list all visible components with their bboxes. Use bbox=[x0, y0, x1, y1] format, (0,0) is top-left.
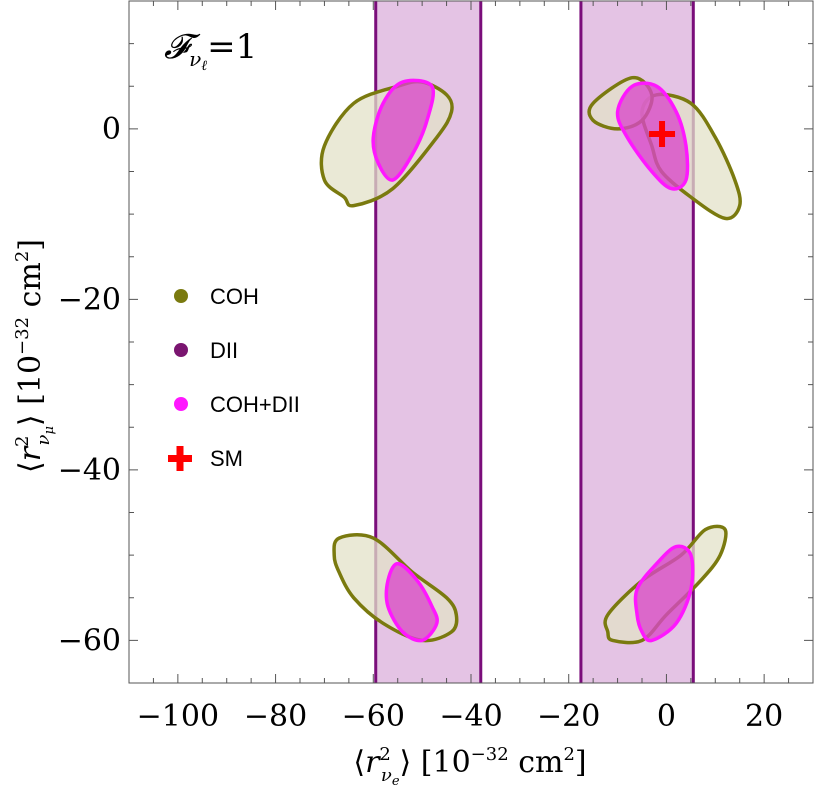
y-axis-label: ⟨r2νμ⟩ [10−32 cm2] bbox=[12, 239, 57, 473]
legend: COH DII COH+DII SM bbox=[168, 284, 300, 471]
axis-ticks: −100 −80 −60 −40 −20 0 20 0 −20 −40 −60 bbox=[58, 0, 814, 734]
x-tick-label: −60 bbox=[342, 699, 405, 734]
y-tick-label: −40 bbox=[58, 453, 121, 488]
legend-label: SM bbox=[210, 446, 243, 471]
coh-dii-region bbox=[371, 78, 436, 182]
reference-points bbox=[649, 120, 676, 147]
x-tick-label: 20 bbox=[745, 699, 783, 734]
coh-dii-region bbox=[633, 544, 695, 643]
legend-label: COH+DII bbox=[210, 392, 300, 417]
x-tick-label: −40 bbox=[439, 699, 502, 734]
plot-annotation: 𝓕νℓ=1 bbox=[164, 27, 257, 74]
y-tick-label: 0 bbox=[102, 112, 121, 147]
x-tick-label: −100 bbox=[137, 699, 219, 734]
legend-marker bbox=[174, 397, 188, 411]
sm-point-marker bbox=[649, 120, 676, 147]
contour-regions bbox=[319, 75, 742, 645]
x-tick-label: 0 bbox=[657, 699, 676, 734]
coh-dii-region bbox=[384, 561, 439, 643]
y-tick-label: −20 bbox=[58, 282, 121, 317]
x-tick-label: −20 bbox=[537, 699, 600, 734]
legend-marker bbox=[174, 343, 188, 357]
legend-label: COH bbox=[210, 284, 259, 309]
y-tick-label: −60 bbox=[58, 623, 121, 658]
legend-marker bbox=[174, 289, 188, 303]
legend-label: DII bbox=[210, 338, 238, 363]
x-tick-label: −80 bbox=[244, 699, 307, 734]
legend-marker bbox=[168, 446, 192, 471]
